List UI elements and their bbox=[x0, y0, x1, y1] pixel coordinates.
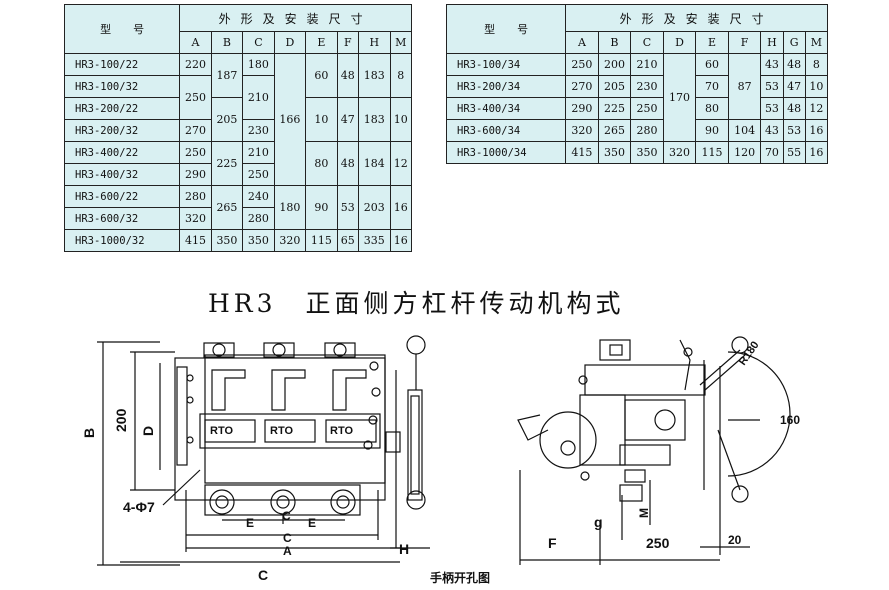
cell: 16 bbox=[389, 185, 412, 230]
dim-a-label: A bbox=[283, 544, 292, 558]
cell: 350 bbox=[597, 141, 632, 164]
cell: 250 bbox=[179, 75, 212, 120]
cell: 320 bbox=[565, 119, 599, 142]
col-header: M bbox=[804, 31, 829, 54]
cell: 250 bbox=[565, 53, 599, 76]
dim-200-label: 200 bbox=[113, 408, 129, 432]
cell: 230 bbox=[242, 119, 275, 142]
dim-f-label: F bbox=[548, 535, 557, 551]
page-title: HR3 正面侧方杠杆传动机构式 bbox=[208, 289, 625, 318]
cell: 210 bbox=[242, 75, 275, 120]
model-cell: HR3-200/22 bbox=[63, 97, 181, 120]
cell: 47 bbox=[336, 97, 360, 142]
cell: 166 bbox=[273, 53, 307, 186]
dim-d-label: D bbox=[140, 426, 156, 436]
cell: 65 bbox=[336, 229, 360, 252]
cell: 53 bbox=[782, 119, 806, 142]
caption: 手柄开孔图 bbox=[430, 570, 490, 585]
fuse-label: RTO bbox=[210, 425, 233, 437]
dim-c-label: C bbox=[283, 531, 292, 545]
cell: 187 bbox=[210, 53, 244, 98]
cell: 183 bbox=[358, 97, 391, 142]
cell: 80 bbox=[695, 97, 729, 120]
dim-m-label: M bbox=[637, 508, 651, 518]
cell: 210 bbox=[242, 141, 275, 164]
cell: 203 bbox=[358, 185, 391, 230]
front-view bbox=[97, 335, 430, 566]
cell: 335 bbox=[358, 229, 391, 252]
cell: 53 bbox=[336, 185, 360, 230]
cell: 16 bbox=[804, 141, 829, 164]
dim-c-label: C bbox=[282, 509, 291, 523]
cell: 280 bbox=[242, 207, 275, 230]
dims-header: 外形及安装尺寸 bbox=[179, 4, 412, 32]
model-cell: HR3-100/22 bbox=[63, 53, 181, 76]
cell: 10 bbox=[804, 75, 829, 98]
dim-250-label: 250 bbox=[646, 535, 670, 551]
cell: 180 bbox=[273, 185, 307, 230]
fuse-label: RTO bbox=[270, 425, 293, 437]
cell: 12 bbox=[389, 141, 412, 186]
dim-20-label: 20 bbox=[728, 533, 742, 547]
dim-160-label: 160 bbox=[780, 413, 800, 427]
cell: 70 bbox=[695, 75, 729, 98]
dim-c-label: C bbox=[258, 567, 268, 583]
cell: 225 bbox=[597, 97, 632, 120]
cell: 183 bbox=[358, 53, 391, 98]
cell: 12 bbox=[804, 97, 829, 120]
dim-e-label: E bbox=[246, 516, 254, 530]
cell: 70 bbox=[760, 141, 784, 164]
cell: 320 bbox=[273, 229, 307, 252]
model-cell: HR3-1000/34 bbox=[445, 141, 567, 164]
cell: 320 bbox=[179, 207, 212, 230]
model-cell: HR3-400/34 bbox=[445, 97, 567, 120]
cell: 8 bbox=[389, 53, 412, 98]
model-cell: HR3-1000/32 bbox=[63, 229, 181, 252]
fuse-label: RTO bbox=[330, 425, 353, 437]
model-header: 型 号 bbox=[63, 4, 181, 54]
dimension-table-1: 型 号 外形及安装尺寸 A B C D E F H M HR3-100/22 2… bbox=[63, 4, 412, 252]
cell: 280 bbox=[630, 119, 664, 142]
dimension-table-2: 型 号 外形及安装尺寸 A B C D E F H G M HR3-100/34… bbox=[445, 4, 829, 164]
cell: 250 bbox=[630, 97, 664, 120]
dim-h-label: H bbox=[399, 541, 409, 557]
cell: 48 bbox=[782, 97, 806, 120]
dim-g-label: g bbox=[594, 514, 603, 530]
model-cell: HR3-100/32 bbox=[63, 75, 181, 98]
side-view bbox=[517, 336, 791, 565]
cell: 250 bbox=[242, 163, 275, 186]
cell: 43 bbox=[760, 53, 784, 76]
cell: 225 bbox=[210, 141, 244, 186]
model-cell: HR3-400/22 bbox=[63, 141, 181, 164]
dim-b-label: B bbox=[81, 428, 97, 438]
cell: 16 bbox=[389, 229, 412, 252]
cell: 184 bbox=[358, 141, 391, 186]
dim-e-label: E bbox=[308, 516, 316, 530]
hole-label: 4-Φ7 bbox=[123, 499, 155, 515]
cell: 48 bbox=[336, 141, 360, 186]
